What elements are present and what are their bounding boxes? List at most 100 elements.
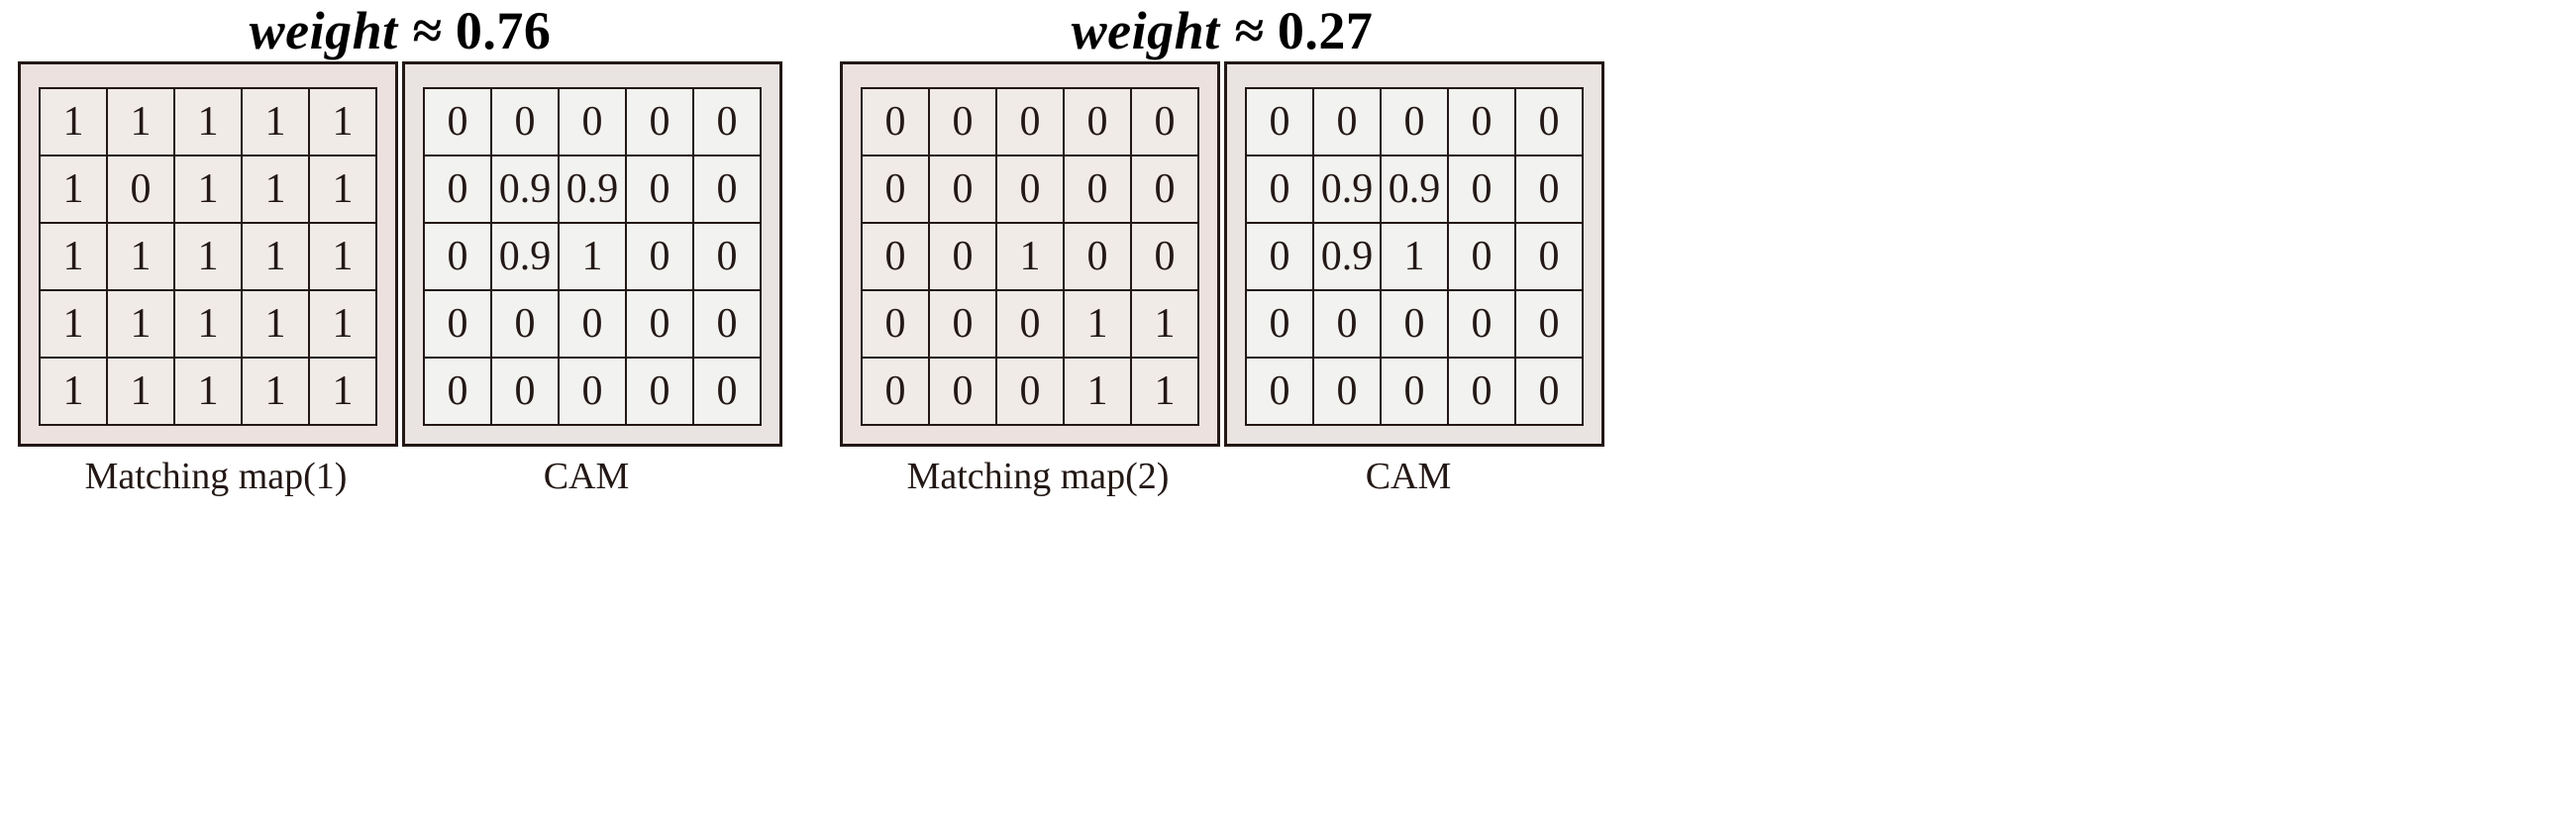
table-row: 0 0 0 0 0	[1245, 87, 1584, 156]
cell: 1	[173, 222, 243, 291]
cell: 0.9	[1312, 222, 1382, 291]
cell: 0	[861, 87, 930, 156]
matching-map-panel-2: 0 0 0 0 0 0 0 0 0 0	[840, 61, 1220, 447]
table-row: 0 0 0 1 1	[861, 357, 1199, 426]
cell: 0	[928, 357, 997, 426]
cell: 0	[1514, 357, 1584, 426]
cell: 1	[241, 155, 310, 224]
table-row: 0 0 0 0 0	[423, 289, 762, 359]
weight-approx-symbol-2: ≈	[1219, 1, 1278, 60]
cell: 0	[928, 155, 997, 224]
cell: 1	[241, 87, 310, 156]
cell: 0	[995, 289, 1065, 359]
cell: 1	[1380, 222, 1449, 291]
table-row: 0 0.9 0.9 0 0	[423, 155, 762, 224]
cell: 0	[1063, 155, 1132, 224]
panel-pair-2: 0 0 0 0 0 0 0 0 0 0	[840, 61, 1604, 447]
cell: 0	[1514, 87, 1584, 156]
cell: 0	[490, 87, 560, 156]
cell: 1	[558, 222, 627, 291]
cell: 0	[490, 289, 560, 359]
table-row: 0 0 0 0 0	[423, 87, 762, 156]
cell: 0	[1245, 289, 1314, 359]
cam-caption-2: CAM	[1365, 456, 1452, 497]
grid-body: 1 1 1 1 1 1 0 1 1 1	[39, 87, 377, 426]
cell: 0	[995, 155, 1065, 224]
cell: 0	[1245, 357, 1314, 426]
cell: 0	[423, 357, 492, 426]
cell: 1	[39, 155, 108, 224]
cell: 0	[1312, 87, 1382, 156]
cell: 1	[39, 289, 108, 359]
cell: 0.9	[1380, 155, 1449, 224]
table-row: 0 0.9 1 0 0	[423, 222, 762, 291]
weight-word-2: weight	[1071, 1, 1220, 60]
grid-body: 0 0 0 0 0 0 0.9 0.9 0 0	[1245, 87, 1584, 426]
cell: 1	[308, 289, 377, 359]
table-row: 0 0 0 0 0	[1245, 357, 1584, 426]
cell: 0	[1130, 222, 1199, 291]
cam-grid-2: 0 0 0 0 0 0 0.9 0.9 0 0	[1245, 87, 1584, 426]
cam-caption-1: CAM	[543, 456, 630, 497]
cell: 1	[106, 87, 175, 156]
cell: 0	[1447, 357, 1516, 426]
cell: 0	[1514, 155, 1584, 224]
cell: 1	[173, 357, 243, 426]
cell: 0.9	[490, 222, 560, 291]
cell: 0	[861, 289, 930, 359]
caption-row-2: Matching map(2) CAM	[852, 456, 1593, 498]
matching-map-caption-2: Matching map(2)	[906, 456, 1170, 497]
panel-pair-1: 1 1 1 1 1 1 0 1 1 1	[18, 61, 782, 447]
cell: 1	[173, 155, 243, 224]
cell: 0	[558, 87, 627, 156]
cell: 1	[308, 357, 377, 426]
cell: 0	[1447, 87, 1516, 156]
cell: 0	[423, 222, 492, 291]
cell: 0	[423, 87, 492, 156]
cell: 1	[173, 87, 243, 156]
matching-map-grid-1: 1 1 1 1 1 1 0 1 1 1	[39, 87, 377, 426]
cell: 1	[106, 357, 175, 426]
cell: 1	[106, 289, 175, 359]
cell: 0	[928, 222, 997, 291]
table-row: 0 0 0 0 0	[861, 87, 1199, 156]
table-row: 0 0 0 0 0	[423, 357, 762, 426]
cell: 0.9	[1312, 155, 1382, 224]
cam-panel-1: 0 0 0 0 0 0 0.9 0.9 0 0	[402, 61, 782, 447]
cell: 0	[625, 222, 694, 291]
cell: 0	[861, 155, 930, 224]
cell: 0	[625, 155, 694, 224]
cell: 0	[1063, 222, 1132, 291]
table-row: 0 0 1 0 0	[861, 222, 1199, 291]
cell: 0	[692, 87, 762, 156]
cell: 0	[1130, 155, 1199, 224]
cell: 1	[308, 155, 377, 224]
cell: 0	[861, 357, 930, 426]
cell: 1	[39, 87, 108, 156]
cell: 0	[1447, 222, 1516, 291]
cell: 1	[308, 87, 377, 156]
weight-approx-symbol-1: ≈	[397, 1, 456, 60]
table-row: 1 0 1 1 1	[39, 155, 377, 224]
cell: 1	[39, 222, 108, 291]
cell: 0	[558, 357, 627, 426]
cell: 0	[692, 222, 762, 291]
cell: 0	[692, 357, 762, 426]
cell: 0	[995, 357, 1065, 426]
cell: 0	[995, 87, 1065, 156]
cell: 0.9	[558, 155, 627, 224]
matching-map-caption-1: Matching map(1)	[84, 456, 348, 497]
cell: 0	[861, 222, 930, 291]
table-row: 0 0.9 1 0 0	[1245, 222, 1584, 291]
cell: 0.9	[490, 155, 560, 224]
cell: 0	[1514, 222, 1584, 291]
table-row: 0 0 0 0 0	[1245, 289, 1584, 359]
cell: 1	[1063, 289, 1132, 359]
cell: 0	[1380, 289, 1449, 359]
table-row: 1 1 1 1 1	[39, 87, 377, 156]
cell: 0	[928, 87, 997, 156]
cell: 0	[1245, 222, 1314, 291]
weight-label-2: weight ≈ 0.27	[1072, 0, 1374, 61]
cell: 0	[1130, 87, 1199, 156]
cell: 0	[1447, 155, 1516, 224]
